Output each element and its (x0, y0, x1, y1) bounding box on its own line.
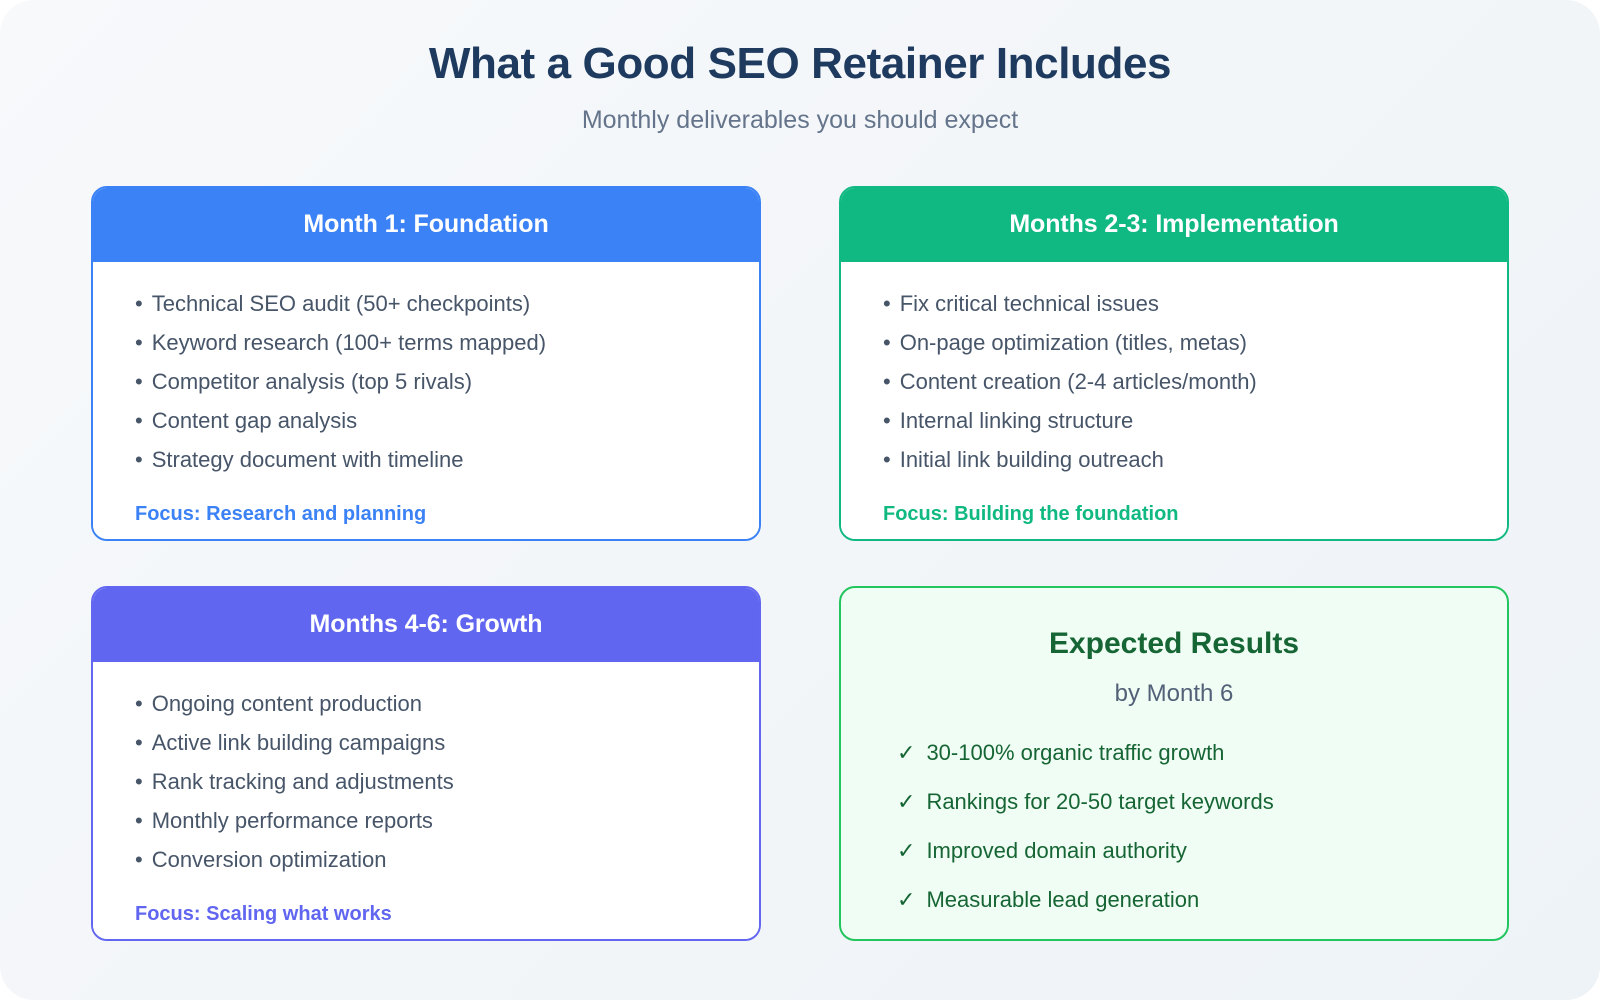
bullet-icon: • (135, 368, 143, 394)
list-item: • Content gap analysis (135, 407, 717, 449)
card-header-months-4-6-growth: Months 4-6: Growth (93, 587, 759, 662)
card-months-2-3-implementation: Months 2-3: Implementation • Fix critical… (839, 185, 1509, 541)
deliverables-list-months-2-3: • Fix critical technical issues • On-page … (883, 290, 1465, 488)
deliverables-list-months-4-6: • Ongoing content production • Active link… (135, 690, 717, 888)
list-item-label: Strategy document with timeline (151, 446, 464, 472)
list-item: • Initial link building outreach (883, 446, 1465, 488)
list-item-label: Improved domain authority (926, 837, 1187, 863)
list-item-label: 30-100% organic traffic growth (926, 739, 1225, 765)
list-item-label: Technical SEO audit (50+ checkpoints) (151, 290, 531, 316)
list-item: • Active link building campaigns (135, 729, 717, 771)
list-item: • Internal linking structure (883, 407, 1465, 449)
bullet-icon: • (135, 407, 143, 433)
list-item: • Rank tracking and adjustments (135, 768, 717, 810)
bullet-icon: • (883, 446, 891, 472)
list-item-label: Active link building campaigns (151, 729, 446, 755)
list-item: • Technical SEO audit (50+ checkpoints) (135, 290, 717, 332)
card-months-4-6-growth: Months 4-6: Growth • Ongoing content prod… (91, 585, 761, 941)
list-item: • Conversion optimization (135, 846, 717, 888)
list-item-label: Content creation (2-4 articles/month) (899, 368, 1257, 394)
bullet-icon: • (135, 768, 143, 794)
list-item-label: Ongoing content production (151, 690, 423, 716)
list-item-label: Measurable lead generation (926, 886, 1200, 912)
bullet-icon: • (135, 690, 143, 716)
focus-label-months-4-6: Focus: Scaling what works (135, 902, 392, 925)
card-body-month-1-foundation: • Technical SEO audit (50+ checkpoints) •… (93, 261, 759, 539)
check-icon: ✓ (897, 837, 916, 863)
expected-results-subtitle: by Month 6 (1114, 679, 1234, 707)
list-item-label: Monthly performance reports (151, 807, 433, 833)
bullet-icon: • (883, 368, 891, 394)
list-item: ✓ Improved domain authority (883, 837, 1465, 889)
check-icon: ✓ (897, 886, 916, 912)
card-header-month-1-foundation: Month 1: Foundation (93, 187, 759, 262)
bullet-icon: • (135, 729, 143, 755)
list-item: • On-page optimization (titles, metas) (883, 329, 1465, 371)
card-body-months-2-3-implementation: • Fix critical technical issues • On-page … (841, 261, 1507, 539)
bullet-icon: • (135, 846, 143, 872)
expected-results-title: Expected Results (1048, 626, 1300, 660)
check-icon: ✓ (897, 788, 916, 814)
list-item-label: Competitor analysis (top 5 rivals) (151, 368, 473, 394)
list-item-label: Internal linking structure (899, 407, 1134, 433)
bullet-icon: • (135, 446, 143, 472)
list-item: ✓ 30-100% organic traffic growth (883, 739, 1465, 791)
list-item-label: On-page optimization (titles, metas) (899, 329, 1247, 355)
card-month-1-foundation: Month 1: Foundation • Technical SEO audit… (91, 185, 761, 541)
bullet-icon: • (135, 290, 143, 316)
deliverables-list-month-1: • Technical SEO audit (50+ checkpoints) •… (135, 290, 717, 488)
list-item-label: Conversion optimization (151, 846, 387, 872)
page-title: What a Good SEO Retainer Includes (428, 39, 1172, 88)
bullet-icon: • (883, 290, 891, 316)
card-expected-results: Expected Results by Month 6 ✓ 30-100% org… (839, 585, 1509, 941)
cards-grid: Month 1: Foundation • Technical SEO audit… (91, 185, 1509, 941)
list-item: • Keyword research (100+ terms mapped) (135, 329, 717, 371)
page-subtitle: Monthly deliverables you should expect (581, 105, 1019, 134)
list-item-label: Keyword research (100+ terms mapped) (151, 329, 547, 355)
focus-label-month-1: Focus: Research and planning (135, 502, 427, 525)
focus-label-months-2-3: Focus: Building the foundation (883, 502, 1179, 525)
list-item: ✓ Measurable lead generation (883, 886, 1465, 938)
list-item-label: Rank tracking and adjustments (151, 768, 454, 794)
list-item-label: Fix critical technical issues (899, 290, 1159, 316)
list-item-label: Rankings for 20-50 target keywords (926, 788, 1274, 814)
bullet-icon: • (883, 329, 891, 355)
list-item: • Competitor analysis (top 5 rivals) (135, 368, 717, 410)
list-item: • Fix critical technical issues (883, 290, 1465, 332)
list-item-label: Initial link building outreach (899, 446, 1164, 472)
expected-results-list: ✓ 30-100% organic traffic growth ✓ Ranking… (883, 739, 1465, 938)
list-item: ✓ Rankings for 20-50 target keywords (883, 788, 1465, 840)
check-icon: ✓ (897, 739, 916, 765)
list-item: • Content creation (2-4 articles/month) (883, 368, 1465, 410)
bullet-icon: • (135, 329, 143, 355)
list-item-label: Content gap analysis (151, 407, 358, 433)
bullet-icon: • (883, 407, 891, 433)
card-header-months-2-3-implementation: Months 2-3: Implementation (841, 187, 1507, 262)
bullet-icon: • (135, 807, 143, 833)
page-header: What a Good SEO Retainer Includes Monthl… (0, 0, 1600, 135)
list-item: • Monthly performance reports (135, 807, 717, 849)
list-item: • Ongoing content production (135, 690, 717, 732)
card-body-months-4-6-growth: • Ongoing content production • Active link… (93, 661, 759, 939)
list-item: • Strategy document with timeline (135, 446, 717, 488)
